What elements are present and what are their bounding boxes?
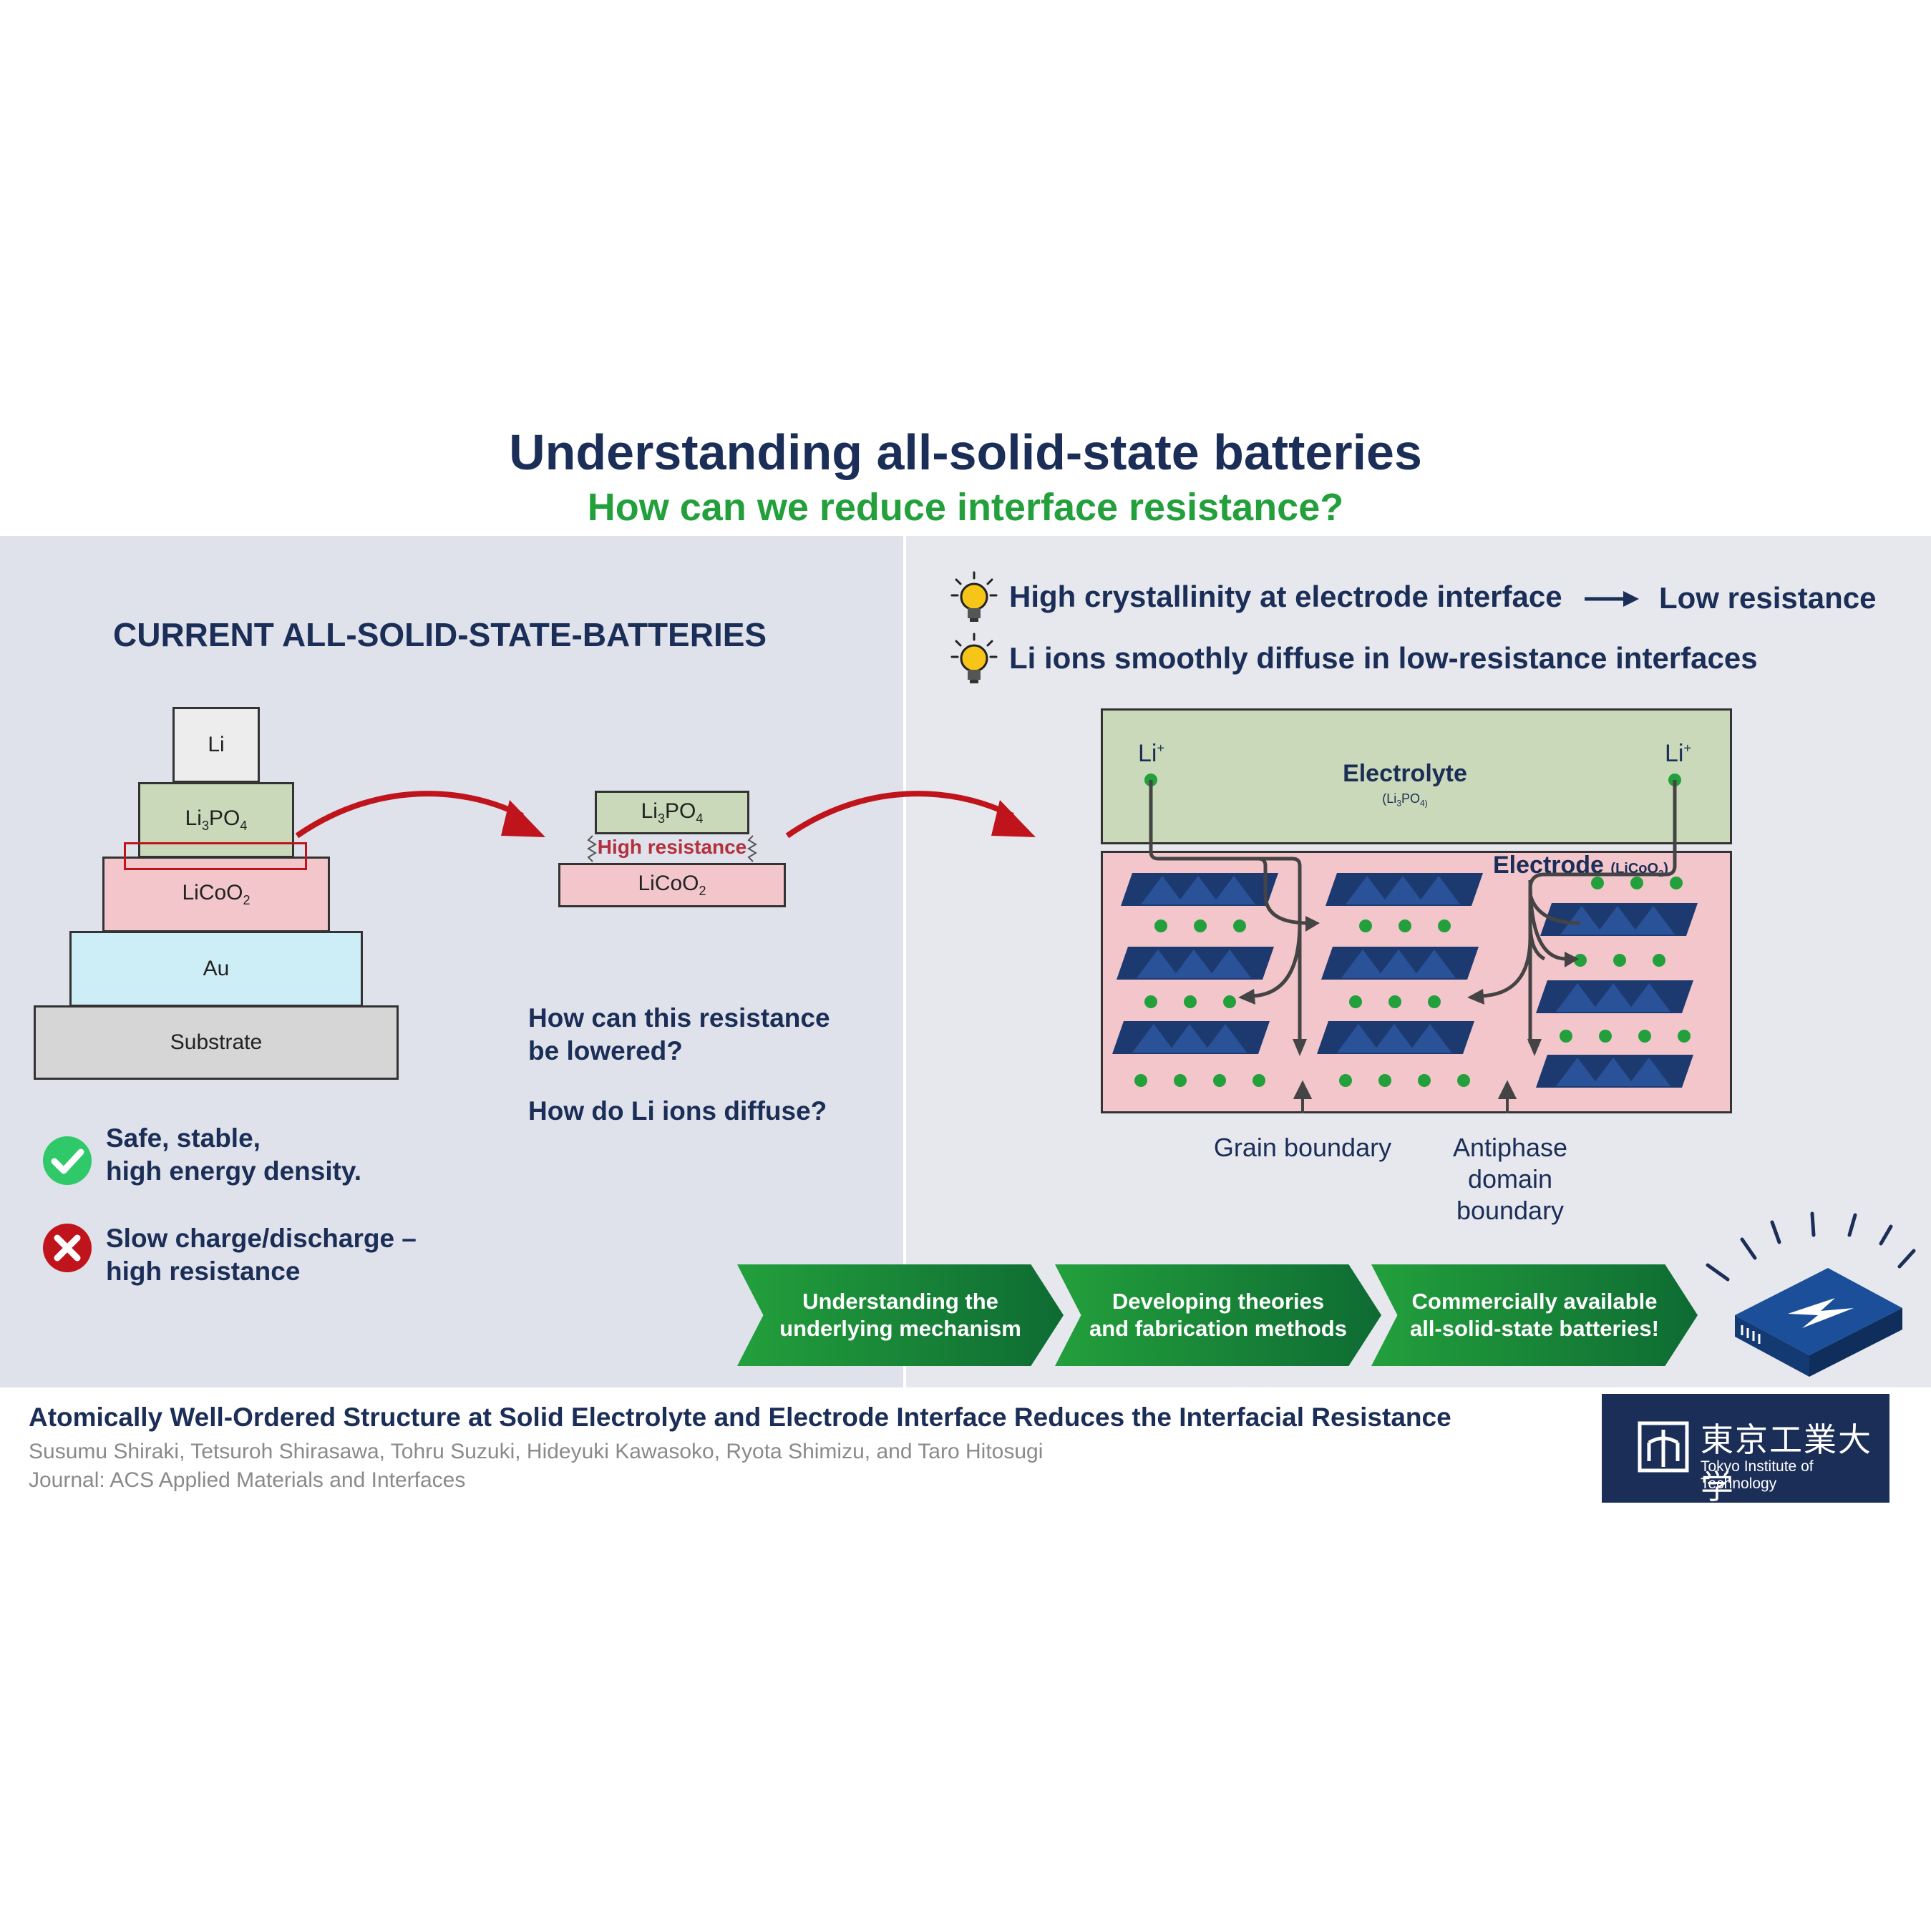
resistance-zigzag [587, 835, 757, 862]
cons-text: Slow charge/discharge – high resistance [106, 1222, 417, 1288]
crystal-diagram [1112, 774, 1698, 1113]
crystal-row [1326, 873, 1483, 906]
lightbulb-icon [950, 571, 998, 622]
university-emblem-icon [1638, 1421, 1689, 1473]
crystal-row [1117, 947, 1274, 980]
zoom-licoo2-label: LiCoO2 [638, 872, 706, 898]
arrow-to-zoom-icon [295, 791, 545, 839]
cons-line2: high resistance [106, 1257, 301, 1286]
high-resistance-label: High resistance [597, 836, 747, 858]
panel-divider [903, 536, 906, 1387]
step-1-line2: underlying mechanism [779, 1316, 1021, 1341]
zoom-licoo2: LiCoO2 [558, 863, 786, 907]
crystal-row [1321, 947, 1479, 980]
step-3-line2: all-solid-state batteries! [1410, 1316, 1659, 1341]
question-2: How do Li ions diffuse? [528, 1096, 827, 1126]
left-heading: CURRENT ALL-SOLID-STATE-BATTERIES [113, 616, 767, 653]
crystal-row [1121, 873, 1278, 906]
layer-licoo2-label: LiCoO2 [182, 881, 251, 907]
layer-substrate-label: Substrate [170, 1030, 263, 1054]
layer-substrate: Substrate [34, 1005, 399, 1080]
electrolyte-layer [1101, 708, 1732, 844]
lightbulb-icon [950, 633, 998, 683]
question-1-line1: How can this resistance [528, 1003, 830, 1033]
zoom-li3po4: Li3PO4 [595, 791, 749, 834]
layer-li3po4-label: Li3PO4 [185, 806, 248, 833]
bullet-1-result: Low resistance [1659, 581, 1877, 615]
paper-authors: Susumu Shiraki, Tetsuroh Shirasawa, Tohr… [29, 1440, 1044, 1463]
logo-en: Tokyo Institute of Technology [1701, 1458, 1814, 1492]
layer-au-label: Au [203, 957, 230, 980]
electrolyte-formula: (Li3PO4) [1382, 791, 1428, 809]
antiphase-boundary-label: Antiphase domain boundary [1452, 1133, 1568, 1225]
li-ion-left-label: Li+ [1138, 740, 1164, 767]
logo-jp: 東京工業大学 [1701, 1421, 1872, 1506]
question-1-line2: be lowered? [528, 1036, 683, 1065]
zoom-li3po4-label: Li3PO4 [641, 799, 704, 826]
pros-line1: Safe, stable, [106, 1123, 261, 1153]
pros-line2: high energy density. [106, 1156, 362, 1186]
layer-li3po4: Li3PO4 [138, 782, 294, 858]
arrow-to-diagram-icon [785, 791, 1036, 839]
crystal-row [1540, 903, 1698, 936]
interface-highlight [124, 842, 307, 870]
cross-icon [43, 1224, 92, 1272]
bullet-1-text: High crystallinity at electrode interfac… [1009, 580, 1562, 613]
university-logo: 東京工業大学 Tokyo Institute of Technology [1602, 1394, 1889, 1506]
li-ion-right-label: Li+ [1665, 740, 1691, 767]
step-2-line1: Developing theories [1112, 1289, 1325, 1314]
step-3-line1: Commercially available [1411, 1289, 1658, 1314]
bullet-2-text: Li ions smoothly diffuse in low-resistan… [1009, 641, 1758, 675]
layer-li-label: Li [208, 733, 225, 756]
layer-li: Li [172, 707, 260, 783]
arrow-right-icon [1585, 591, 1639, 607]
page-subtitle: How can we reduce interface resistance? [587, 486, 1344, 529]
pros-text: Safe, stable, high energy density. [106, 1122, 361, 1188]
crystal-row [1536, 1055, 1693, 1088]
step-2-line2: and fabrication methods [1089, 1316, 1347, 1341]
crystal-row [1112, 1021, 1270, 1054]
crystal-row [1317, 1021, 1474, 1054]
question-1: How can this resistance be lowered? [528, 1002, 830, 1068]
step-1-line1: Understanding the [802, 1289, 998, 1314]
paper-title: Atomically Well-Ordered Structure at Sol… [29, 1402, 1451, 1432]
grain-boundary-label: Grain boundary [1213, 1133, 1392, 1162]
layer-au: Au [69, 931, 363, 1007]
battery-icon [1706, 1211, 1916, 1377]
crystal-row [1536, 980, 1693, 1013]
page-title: Understanding all-solid-state batteries [509, 424, 1422, 480]
check-icon [43, 1136, 92, 1185]
paper-journal: Journal: ACS Applied Materials and Inter… [29, 1468, 466, 1492]
electrolyte-label: Electrolyte [1343, 760, 1467, 787]
cons-line1: Slow charge/discharge – [106, 1224, 417, 1253]
